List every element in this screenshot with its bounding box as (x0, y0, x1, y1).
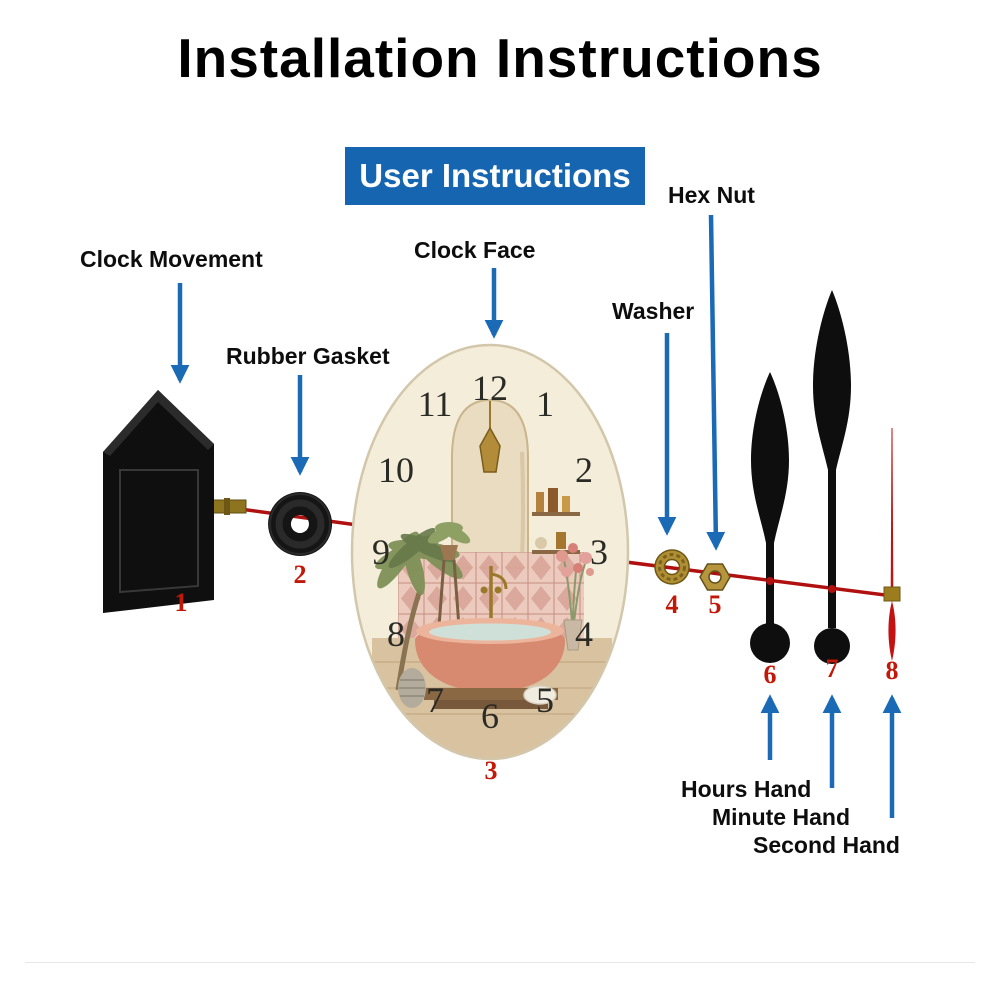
second-hand-label: Second Hand (753, 832, 900, 858)
clock-face-label: Clock Face (414, 237, 536, 263)
numeral-2: 2 (575, 450, 593, 490)
clock-face: 12 1 2 3 4 5 6 7 8 9 10 11 (350, 343, 630, 761)
minute-hand (813, 290, 851, 664)
rubber-gasket (268, 492, 333, 556)
second-hand-nut (883, 586, 901, 602)
pointer-arrows (170, 214, 902, 818)
clock-movement-label: Clock Movement (80, 246, 263, 272)
numeral-11: 11 (418, 384, 453, 424)
part-number-2: 2 (293, 560, 307, 589)
part-number-5: 5 (708, 590, 722, 619)
part-number-4: 4 (665, 590, 679, 619)
hex-nut (699, 563, 731, 591)
part-number-1: 1 (174, 588, 188, 617)
numeral-10: 10 (378, 450, 414, 490)
clock-face-numerals: 12 1 2 3 4 5 6 7 8 9 10 11 (372, 368, 608, 736)
part-number-3: 3 (484, 756, 498, 785)
numeral-4: 4 (575, 614, 593, 654)
washer-label: Washer (612, 298, 695, 324)
second-hand (883, 428, 901, 661)
numeral-12: 12 (472, 368, 508, 408)
numeral-5: 5 (536, 680, 554, 720)
numeral-6: 6 (481, 696, 499, 736)
part-number-6: 6 (763, 660, 777, 689)
shaft-collar (224, 498, 230, 515)
user-instructions-banner: User Instructions (345, 147, 645, 205)
hour-hand-hole (766, 577, 774, 585)
footer-watermark-line (25, 962, 975, 963)
rubber-gasket-label: Rubber Gasket (226, 343, 390, 369)
numeral-7: 7 (426, 680, 444, 720)
arrow-hex-nut (706, 214, 726, 551)
hours-hand-label: Hours Hand (681, 776, 812, 802)
washer (654, 549, 690, 585)
numeral-9: 9 (372, 532, 390, 572)
minute-hand-label: Minute Hand (712, 804, 850, 830)
hex-nut-label: Hex Nut (668, 182, 755, 208)
numeral-3: 3 (590, 532, 608, 572)
minute-hand-hole (828, 585, 836, 593)
numeral-8: 8 (387, 614, 405, 654)
page-title: Installation Instructions (177, 27, 823, 89)
numeral-1: 1 (536, 384, 554, 424)
part-number-8: 8 (885, 656, 899, 685)
part-number-7: 7 (825, 654, 839, 683)
hour-hand (750, 372, 790, 663)
clock-movement (103, 390, 247, 613)
